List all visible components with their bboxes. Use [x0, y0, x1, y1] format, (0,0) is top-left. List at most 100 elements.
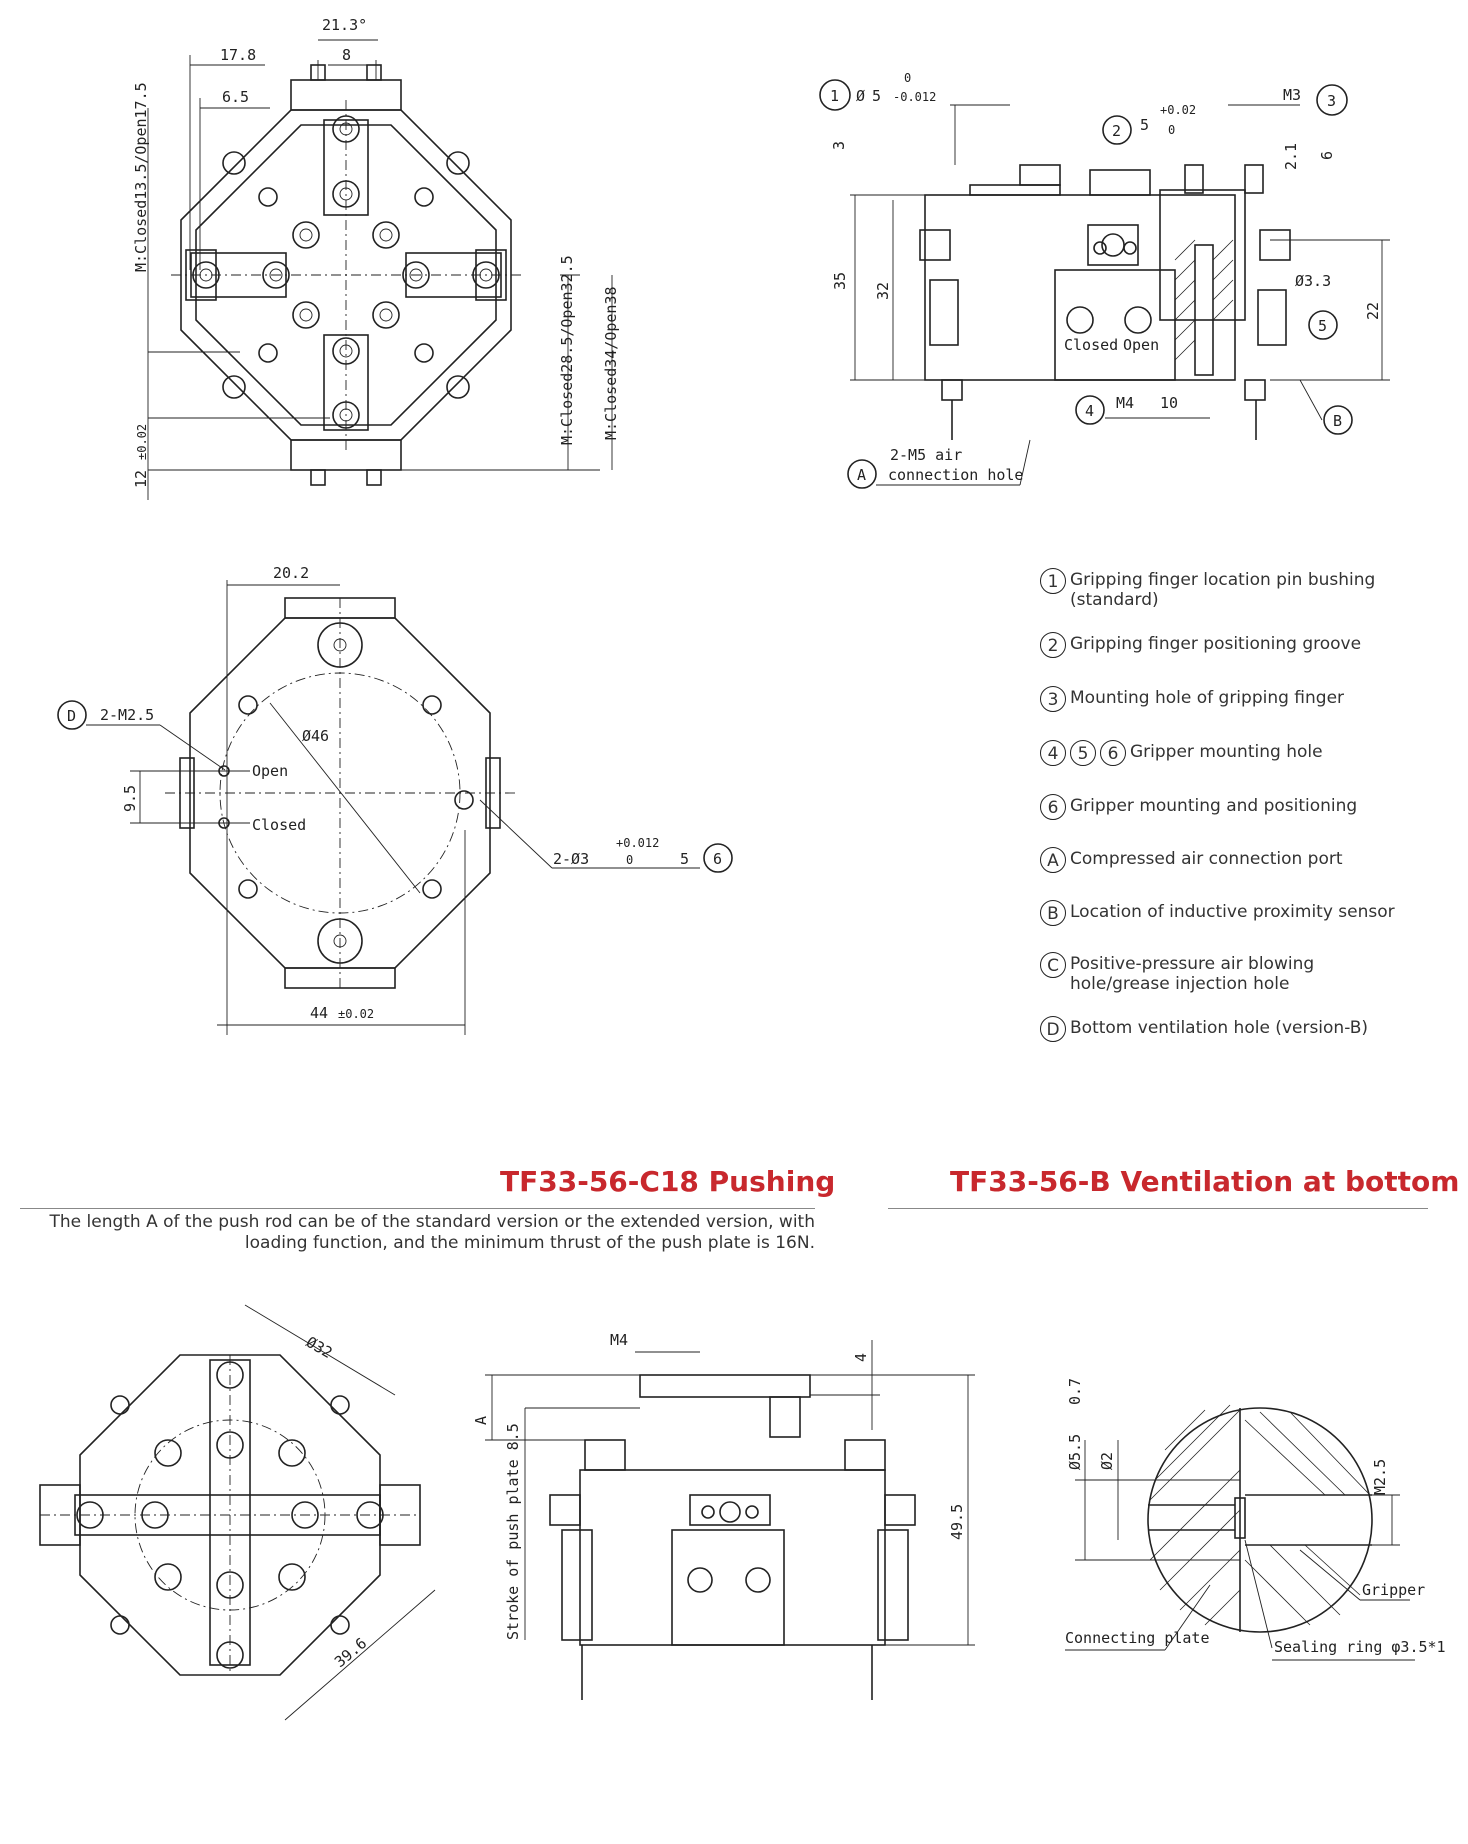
- legend-text: Gripper mounting and positioning: [1070, 796, 1358, 816]
- legend-text: Gripping finger location pin bushing (st…: [1070, 570, 1376, 610]
- dim-39-6: 39.6: [331, 1634, 370, 1671]
- side-view-drawing: Closed Open: [919, 164, 1291, 440]
- dim-9-5: 9.5: [121, 785, 139, 812]
- phi3-label: 2-Ø3: [553, 850, 589, 868]
- dim-m-closed-13-5: M:Closed13.5/Open17.5: [132, 82, 150, 272]
- bottom-open-label: Open: [252, 762, 288, 780]
- dim-2-1: 2.1: [1282, 143, 1300, 170]
- dim-32: 32: [874, 282, 892, 300]
- dim-a: A: [472, 1416, 490, 1425]
- legend-text: Location of inductive proximity sensor: [1070, 902, 1395, 922]
- side-closed-label: Closed: [1064, 336, 1118, 354]
- section-hatch: [1174, 239, 1234, 361]
- legend-item-d: D Bottom ventilation hole (version-B): [1040, 1016, 1368, 1042]
- dim-phi-2: Ø2: [1098, 1452, 1116, 1470]
- callout-4: 4: [1085, 402, 1094, 420]
- callout-d: D: [67, 707, 76, 725]
- legend-text: Mounting hole of gripping finger: [1070, 688, 1345, 708]
- dim-angle: 21.3°: [322, 16, 367, 34]
- dim-phi-32: Ø32: [303, 1333, 335, 1362]
- detail-hatch: [1149, 1404, 1371, 1626]
- callout-a: A: [857, 466, 866, 484]
- connecting-plate-label: Connecting plate: [1065, 1629, 1210, 1647]
- pushing-side-view-drawing: [549, 1374, 916, 1700]
- dim-phi-46: Ø46: [302, 727, 329, 745]
- phi3-tol-up: +0.012: [616, 836, 659, 850]
- section-rule-right: [888, 1208, 1428, 1209]
- section-title-ventilation: TF33-56-B Ventilation at bottom: [950, 1165, 1460, 1198]
- phi3-tol-dn: 0: [626, 853, 633, 867]
- legend-item-4: 4 5 6 Gripper mounting hole: [1040, 740, 1323, 766]
- legend-badge: D: [1040, 1016, 1066, 1042]
- top-view-drawing: [171, 64, 521, 486]
- dim-groove-tol-dn: 0: [1168, 123, 1175, 137]
- callout-1: 1: [830, 87, 839, 105]
- air-label: 2-M5 air: [890, 446, 962, 464]
- legend-text: Bottom ventilation hole (version-B): [1070, 1018, 1369, 1038]
- legend-badge: 2: [1040, 632, 1066, 658]
- m25-label: 2-M2.5: [100, 706, 154, 724]
- dim-20-2: 20.2: [273, 564, 309, 582]
- legend-badge: A: [1040, 847, 1066, 873]
- legend-item-1: 1 Gripping finger location pin bushing (…: [1040, 568, 1390, 610]
- dim-17-8: 17.8: [220, 46, 256, 64]
- dim-m4: M4: [1116, 394, 1134, 412]
- dim-12: 12: [132, 470, 150, 488]
- dim-phi5-tol-dn: -0.012: [893, 90, 936, 104]
- dim-phi5-tol-up: 0: [904, 71, 911, 85]
- phi3-depth: 5: [680, 850, 689, 868]
- dim-m-closed-34: M:Closed34/Open38: [602, 286, 620, 440]
- dim-44-tol: ±0.02: [338, 1007, 374, 1021]
- pushing-side-view-dimensions: M4 4 A Stroke of push plate 8.5 49.5: [472, 1331, 975, 1646]
- dim-8: 8: [342, 46, 351, 64]
- pushing-top-view-drawing: [39, 1354, 421, 1676]
- legend-badge: 6: [1100, 740, 1126, 766]
- dim-49-5: 49.5: [948, 1504, 966, 1540]
- dim-m-closed-28-5: M:Closed28.5/Open32.5: [558, 255, 576, 445]
- dim-12-tol: ±0.02: [135, 424, 149, 460]
- callout-b: B: [1333, 412, 1342, 430]
- bottom-view-drawing: [165, 597, 515, 989]
- callout-6: 6: [713, 850, 722, 868]
- dim-phi-3-3: Ø3.3: [1295, 272, 1331, 290]
- legend-badge: 5: [1070, 740, 1096, 766]
- dim-6-5: 6.5: [222, 88, 249, 106]
- legend-badge: 6: [1040, 794, 1066, 820]
- dim-phi5-sym: Ø: [856, 87, 865, 105]
- dim-4: 4: [852, 1353, 870, 1362]
- dim-phi5: 5: [872, 87, 881, 105]
- sealing-ring-label: Sealing ring φ3.5*1: [1274, 1638, 1446, 1656]
- gripper-label: Gripper: [1362, 1581, 1425, 1599]
- legend-badge: 1: [1040, 568, 1066, 594]
- legend-text: Positive-pressure air blowing hole/greas…: [1070, 954, 1315, 994]
- dim-phi-5-5: Ø5.5: [1066, 1434, 1084, 1470]
- dim-3: 3: [830, 141, 848, 150]
- pushing-note: The length A of the push rod can be of t…: [49, 1212, 815, 1253]
- legend-badge: 3: [1040, 686, 1066, 712]
- top-view-dimensions: 21.3° 8 17.8 6.5 M:Closed13.5/Open17.5 M…: [132, 16, 620, 500]
- dim-44: 44: [310, 1004, 328, 1022]
- dim-m3: M3: [1283, 86, 1301, 104]
- legend-item-3: 3 Mounting hole of gripping finger: [1040, 686, 1344, 712]
- section-title-pushing: TF33-56-C18 Pushing: [500, 1165, 836, 1198]
- side-view-dimensions: 1 Ø 5 0 -0.012 2 5 +0.02 0 M3 3 3 2.1 6 …: [819, 71, 1390, 489]
- dim-m2-5: M2.5: [1371, 1459, 1389, 1495]
- side-open-label: Open: [1123, 336, 1159, 354]
- legend-badge: 4: [1040, 740, 1066, 766]
- legend-item-c: C Positive-pressure air blowing hole/gre…: [1040, 952, 1330, 994]
- stroke-label: Stroke of push plate 8.5: [504, 1423, 522, 1640]
- legend-badge: C: [1040, 952, 1066, 978]
- pushing-top-view-dimensions: Ø32 39.6: [244, 1304, 436, 1721]
- legend-item-a: A Compressed air connection port: [1040, 847, 1343, 873]
- legend-item-2: 2 Gripping finger positioning groove: [1040, 632, 1361, 658]
- bottom-closed-label: Closed: [252, 816, 306, 834]
- bottom-view-dimensions: 20.2 Ø46 D 2-M2.5 Open Closed 9.5 44 ±0.…: [57, 564, 733, 1035]
- dim-m4-push: M4: [610, 1331, 628, 1349]
- dim-groove-tol-up: +0.02: [1160, 103, 1196, 117]
- dim-6: 6: [1318, 151, 1336, 160]
- legend-item-b: B Location of inductive proximity sensor: [1040, 900, 1395, 926]
- dim-groove-5: 5: [1140, 116, 1149, 134]
- dim-0-7: 0.7: [1066, 1378, 1084, 1405]
- legend-badge: B: [1040, 900, 1066, 926]
